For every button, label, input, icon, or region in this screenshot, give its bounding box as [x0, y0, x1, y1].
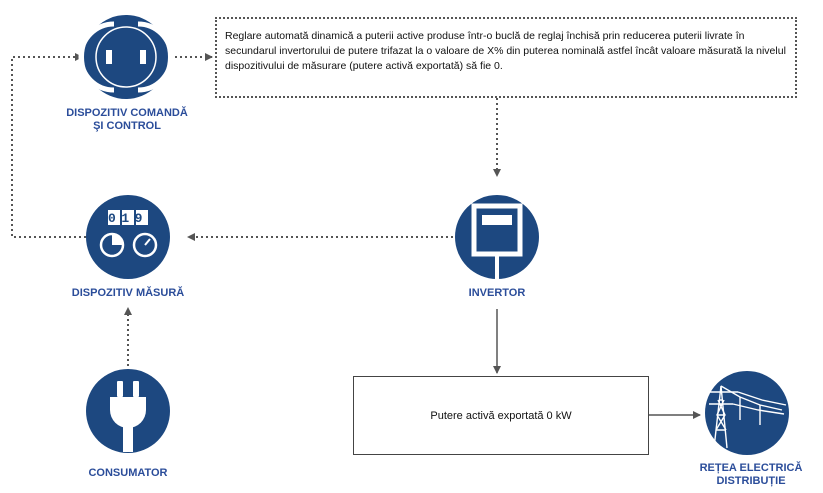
meter-icon: [99, 210, 158, 258]
regulation-note: Reglare automată dinamică a puterii acti…: [215, 17, 797, 98]
control-device-node: [78, 15, 174, 99]
connector-meter-to-control: [11, 53, 86, 238]
grid-label-line2: DISTRIBUȚIE: [716, 475, 786, 487]
control-device-icon: [78, 21, 174, 93]
grid-node: [705, 371, 789, 455]
inverter-icon: [471, 203, 523, 279]
meter-node: 019: [86, 195, 170, 279]
inverter-label: INVERTOR: [468, 287, 526, 299]
grid-label: REȚEA ELECTRICĂ DISTRIBUȚIE: [686, 462, 816, 488]
inverter-node: [455, 195, 539, 279]
plug-icon: [110, 381, 146, 452]
meter-label: DISPOZITIV MĂSURĂ: [71, 287, 185, 299]
control-device-label: DISPOZITIV COMANDĂ ŞI CONTROL: [42, 107, 212, 133]
power-pylon-icon: [707, 385, 787, 449]
exported-power-box: Putere activă exportată 0 kW: [353, 376, 649, 455]
grid-label-line1: REȚEA ELECTRICĂ: [699, 462, 803, 474]
consumer-node: [86, 369, 170, 453]
exported-power-label: Putere activă exportată 0 kW: [430, 409, 572, 422]
control-device-label-line2: ŞI CONTROL: [93, 120, 161, 132]
control-device-label-line1: DISPOZITIV COMANDĂ: [66, 107, 188, 119]
connectors: [11, 53, 701, 419]
meter-digits: 019: [108, 211, 148, 226]
consumer-label: CONSUMATOR: [88, 467, 168, 479]
